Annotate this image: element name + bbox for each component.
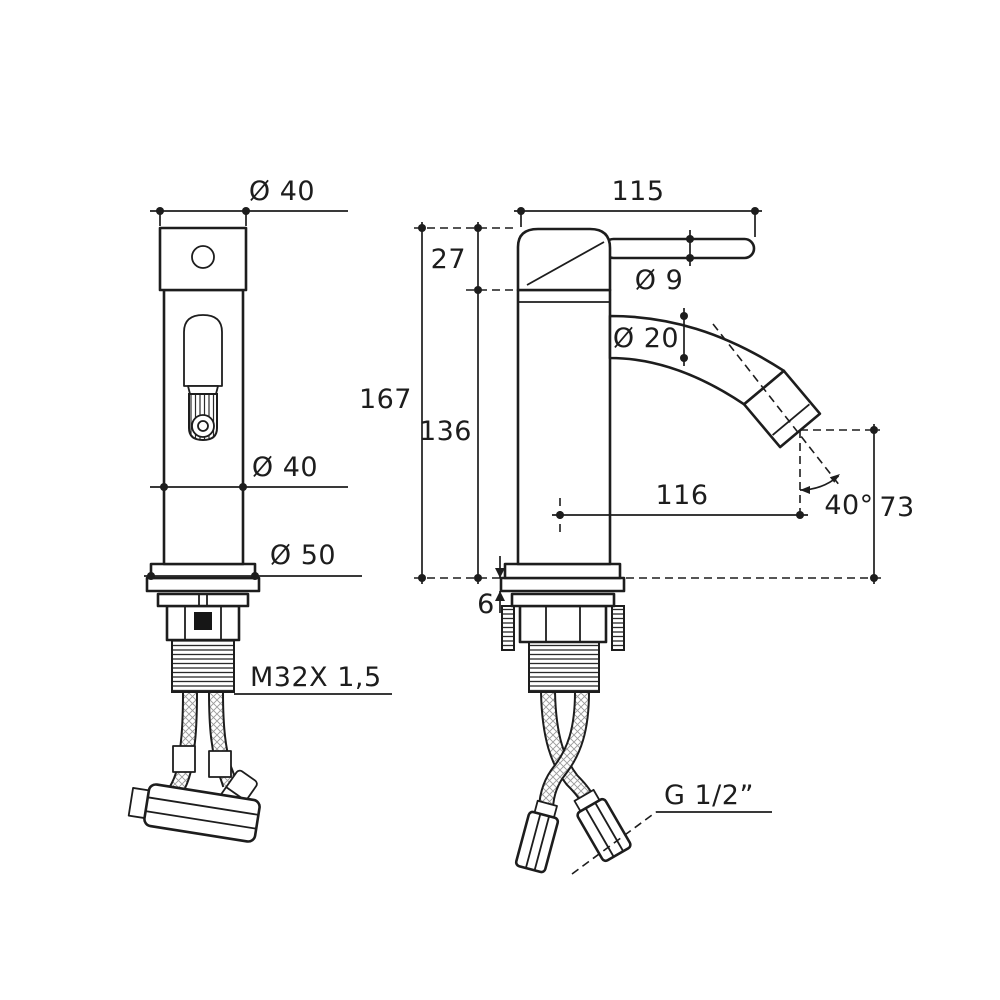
front-hose-nut-large (127, 783, 261, 843)
dimensions: Ø 40 Ø 40 Ø 50 M32X 1,5 115 1 (144, 176, 914, 875)
dim-label-spout-reach: 116 (655, 480, 708, 511)
side-lever-rod (602, 237, 756, 260)
ref-line-spout-axis (712, 323, 841, 487)
side-threaded-shank (528, 641, 600, 693)
leader-hose-connection-diagonal (571, 811, 657, 875)
side-lever-cone-line (526, 241, 605, 286)
front-base-plate (145, 576, 261, 593)
side-fixing-nut (518, 604, 608, 644)
front-horseshoe-washer (156, 592, 250, 608)
angle-arrow-2 (829, 474, 840, 483)
dim-label-body-height: 136 (419, 416, 472, 447)
dim-label-plate-thickness: 6 (477, 589, 495, 620)
side-fixing-bolt-left (501, 605, 515, 651)
side-aerator-head (742, 369, 822, 449)
dim-label-cap-height: 27 (431, 244, 466, 275)
dim-label-spout-diameter: Ø 20 (613, 323, 679, 354)
front-hose-crimp-left (172, 745, 196, 773)
front-view (127, 226, 261, 843)
side-body (516, 288, 612, 566)
front-spout-tube (183, 314, 223, 387)
front-threaded-shank (171, 639, 235, 693)
dim-label-handle-diameter: Ø 40 (249, 176, 315, 207)
dim-label-spout-angle: 40° (824, 490, 873, 521)
angle-arrow-1 (800, 486, 810, 494)
side-hoses (514, 691, 632, 874)
dim-label-body-diameter: Ø 40 (252, 452, 318, 483)
front-shank (156, 592, 250, 693)
side-aerator-cap-line (772, 403, 810, 436)
front-spout-neck (187, 385, 219, 395)
plate-arrow-bottom (495, 591, 505, 601)
side-hose-nut-right (573, 788, 632, 863)
side-fixing-bolt-right (611, 605, 625, 651)
front-handle-pivot (191, 245, 215, 269)
plate-arrow-top (495, 568, 505, 578)
side-horseshoe-washer (510, 592, 616, 608)
side-handle-cap (516, 227, 612, 292)
dim-label-total-height: 167 (359, 384, 412, 415)
dim-label-outlet-height: 73 (879, 492, 914, 523)
side-shank (501, 592, 625, 693)
front-hose-crimp-right (208, 750, 232, 778)
side-base-plate (499, 576, 626, 593)
dim-label-hose-connection: G 1/2” (664, 780, 754, 811)
side-view (499, 227, 822, 874)
dim-label-shank-thread: M32X 1,5 (250, 662, 382, 693)
front-hoses (127, 691, 261, 843)
side-hose-nut-left (514, 799, 560, 874)
front-spout (183, 314, 223, 442)
front-nut-slot (194, 612, 212, 630)
dim-label-lever-diameter: Ø 9 (635, 265, 684, 296)
side-base-flange (503, 562, 622, 580)
dim-label-lever-length: 115 (611, 176, 664, 207)
dim-label-base-diameter: Ø 50 (270, 540, 336, 571)
